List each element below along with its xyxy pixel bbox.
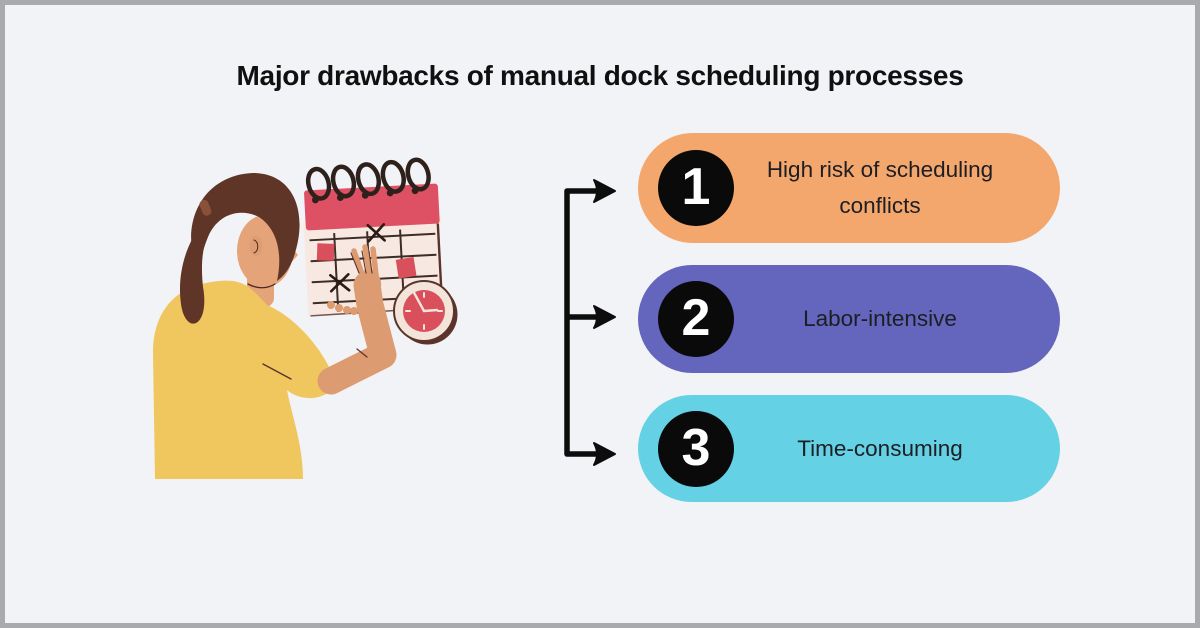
ponytail	[179, 215, 219, 324]
clock-hands	[410, 287, 439, 313]
marked-day	[316, 243, 335, 261]
arrow-right-icon	[593, 305, 616, 329]
drawback-label: Time-consuming	[797, 435, 963, 461]
drawback-item-1: 1 High risk of scheduling conflicts	[638, 133, 1060, 243]
number-badge: 3	[658, 410, 734, 487]
hair	[191, 173, 300, 281]
holding-fingers	[327, 301, 358, 315]
shirt	[153, 280, 335, 479]
clock-ticks	[405, 292, 443, 330]
drawback-item-2: 2 Labor-intensive	[638, 265, 1060, 373]
spiral-rings	[305, 157, 431, 201]
arm	[317, 244, 397, 395]
drawback-label: Labor-intensive	[803, 306, 957, 331]
arrow-right-icon	[593, 179, 616, 203]
hair-tie	[199, 199, 212, 216]
number-badge: 2	[658, 281, 734, 357]
connector-arrows	[564, 179, 616, 466]
number-badge: 1	[658, 150, 734, 226]
marked-day	[395, 256, 417, 279]
ring-dots	[312, 187, 419, 204]
drawback-item-3: 3 Time-consuming	[638, 395, 1060, 502]
page-title: Major drawbacks of manual dock schedulin…	[236, 60, 964, 91]
finger-lines	[350, 250, 373, 274]
arrow-right-icon	[593, 442, 616, 466]
writing-fingers	[351, 244, 379, 280]
drawback-label: High risk of scheduling conflicts	[766, 157, 994, 218]
woman-figure	[153, 173, 335, 479]
x-marks	[329, 223, 386, 293]
illustration-woman-calendar	[153, 157, 458, 479]
clock-icon	[393, 280, 458, 345]
